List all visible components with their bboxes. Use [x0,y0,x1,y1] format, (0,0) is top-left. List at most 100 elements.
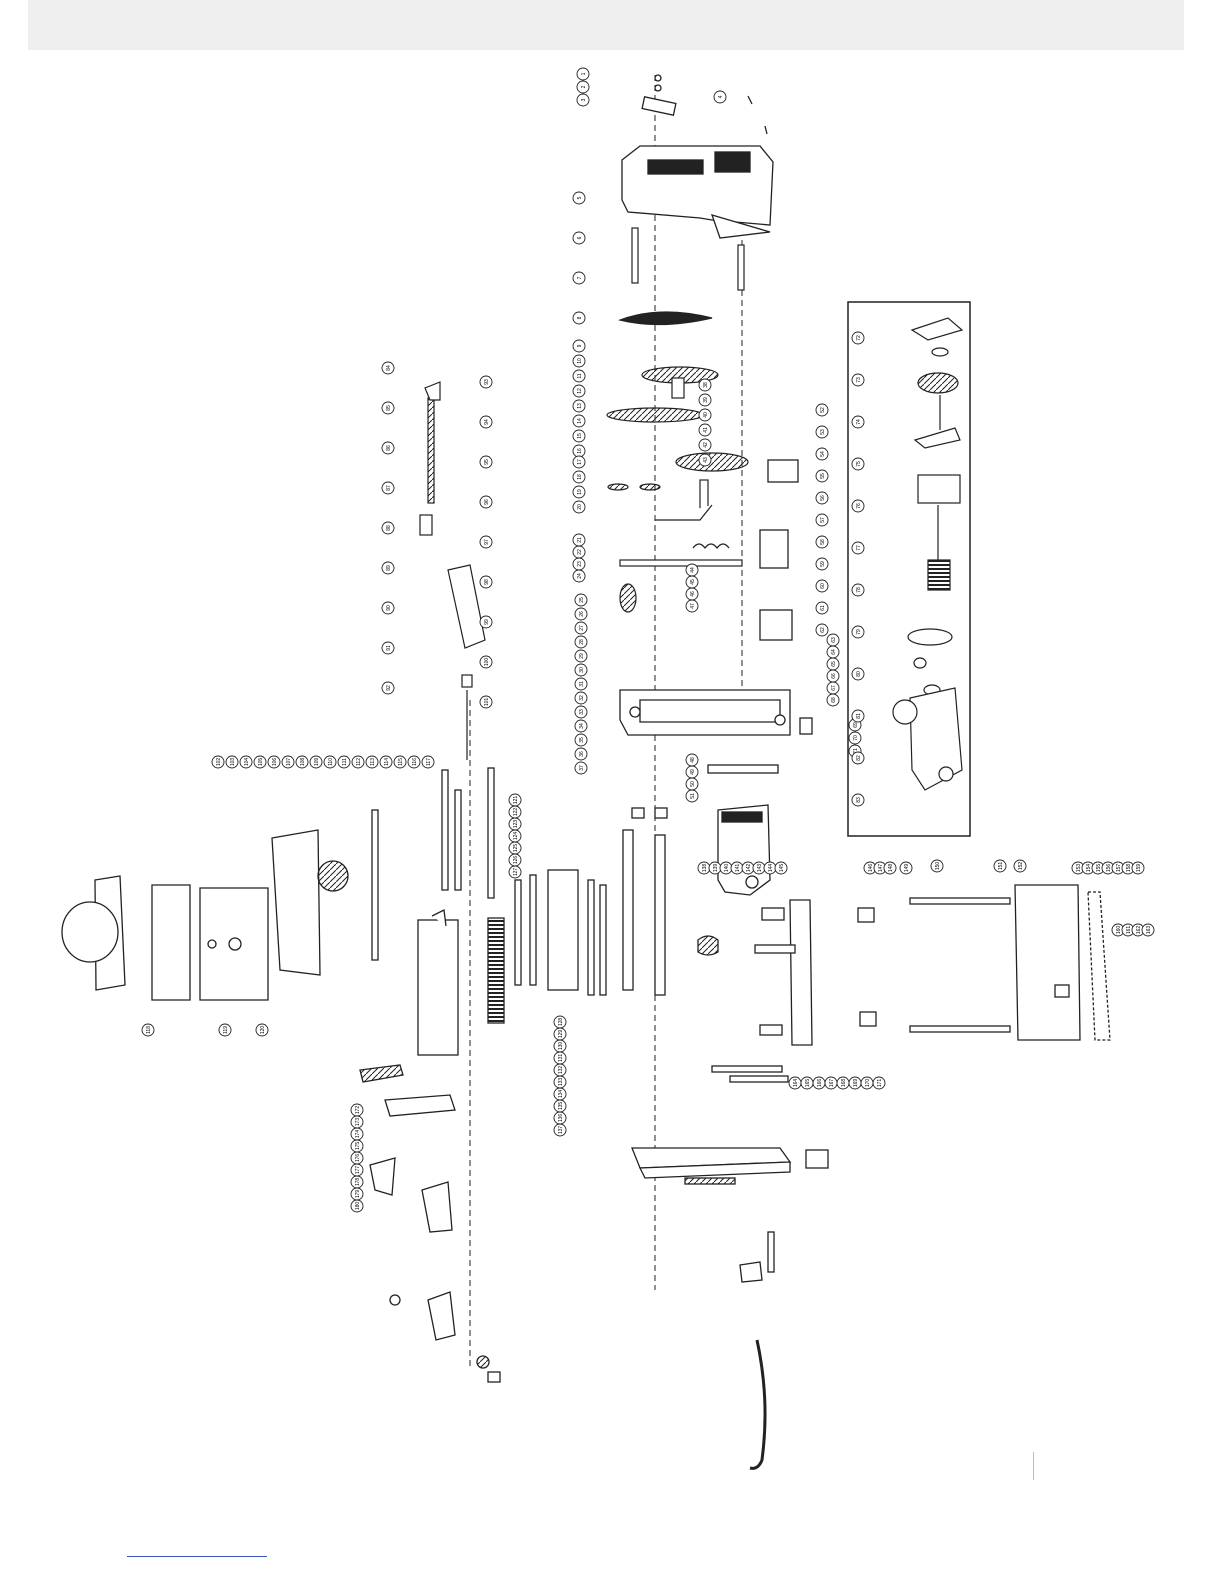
callout-number: 141 [735,864,741,873]
callout-number: 175 [355,1142,361,1151]
callout-number: 51 [690,793,696,799]
callout-bubble [572,369,586,383]
callout-number: 23 [577,561,583,567]
callout-bubble [1013,859,1027,873]
callout-number: 179 [355,1190,361,1199]
callout-bubble [574,607,588,621]
callout-number: 154 [1086,864,1092,873]
callout-bubble [851,709,865,723]
callout-number: 157 [1116,864,1122,873]
callout-number: 118 [146,1026,152,1034]
callout-bubble [851,583,865,597]
callout-number: 11 [577,373,583,378]
callout-bubble [851,793,865,807]
callout-bubble [267,755,281,769]
callout-bubble [698,423,712,437]
top-cover [621,74,774,239]
callout-number: 140 [724,864,730,873]
callout-number: 142 [746,864,752,873]
callout-bubble [255,1023,269,1037]
callout-number: 68 [831,697,837,703]
callout-bubble [553,1123,567,1137]
callout-number: 14 [577,418,583,424]
base-casting [619,459,813,736]
callout-bubble [479,375,493,389]
callout-bubble [1131,861,1145,875]
callout-bubble [381,401,395,415]
callout-number: 76 [856,503,862,509]
callout-bubble [576,80,590,94]
callout-bubble [574,649,588,663]
callout-number: 43 [703,457,709,463]
scale-assembly [419,381,486,760]
callout-bubble [407,755,421,769]
callout-bubble [572,384,586,398]
callout-number: 40 [703,412,709,418]
callout-number: 92 [386,685,392,691]
callout-number: 64 [831,649,837,655]
callout-number: 121 [513,796,519,805]
callout-bubble [381,601,395,615]
callout-bubble [574,691,588,705]
callout-number: 149 [904,864,910,873]
callout-bubble [815,447,829,461]
callout-number: 54 [820,451,826,457]
callout-number: 109 [314,758,320,767]
callout-number: 28 [579,639,585,645]
callout-number: 70 [853,735,859,741]
callout-number: 5 [577,196,583,199]
callout-number: 146 [868,864,874,873]
callout-number: 27 [579,625,585,631]
callout-bubble [350,1199,364,1213]
callout-bubble [698,408,712,422]
callout-number: 127 [513,868,519,877]
motor-parts [892,317,964,791]
callout-number: 2 [581,85,587,88]
callout-number: 60 [820,583,826,589]
callout-number: 45 [690,579,696,585]
callout-number: 112 [356,758,362,766]
callout-bubble [574,677,588,691]
callout-bubble [815,601,829,615]
callout-number: 153 [1076,864,1082,873]
callout-bubble [574,663,588,677]
callout-number: 120 [260,1026,266,1035]
callout-number: 156 [1106,864,1112,873]
callout-number: 22 [577,549,583,555]
callout-number: 161 [1126,926,1132,935]
cutterhead-assembly [417,767,668,1056]
callout-bubble [851,415,865,429]
callout-number: 78 [856,587,862,593]
callout-bubble [225,755,239,769]
callout-number: 174 [355,1130,361,1139]
callout-bubble [815,469,829,483]
callout-number: 12 [577,388,583,394]
callout-number: 18 [577,474,583,480]
callout-bubble [685,789,699,803]
callout-bubble [572,399,586,413]
callout-bubble [253,755,267,769]
callout-number: 102 [216,758,222,767]
callout-number: 128 [558,1018,564,1027]
callout-number: 7 [577,276,583,279]
callout-bubble [851,625,865,639]
callout-bubble [381,641,395,655]
callout-bubble [574,761,588,775]
callout-number: 136 [558,1114,564,1123]
callout-number: 111 [342,758,348,766]
callout-bubble [381,561,395,575]
callout-number: 62 [820,627,826,633]
callout-number: 166 [817,1079,823,1088]
callout-number: 125 [513,844,519,853]
callout-bubble [479,535,493,549]
callout-number: 56 [820,495,826,501]
callout-number: 159 [1136,864,1142,873]
callout-bubble [698,378,712,392]
callout-number: 20 [577,504,583,510]
callout-number: 148 [888,864,894,873]
callout-bubble [572,500,586,514]
callout-number: 99 [484,619,490,625]
callout-bubble [576,93,590,107]
callout-bubble [337,755,351,769]
callout-bubble [851,751,865,765]
